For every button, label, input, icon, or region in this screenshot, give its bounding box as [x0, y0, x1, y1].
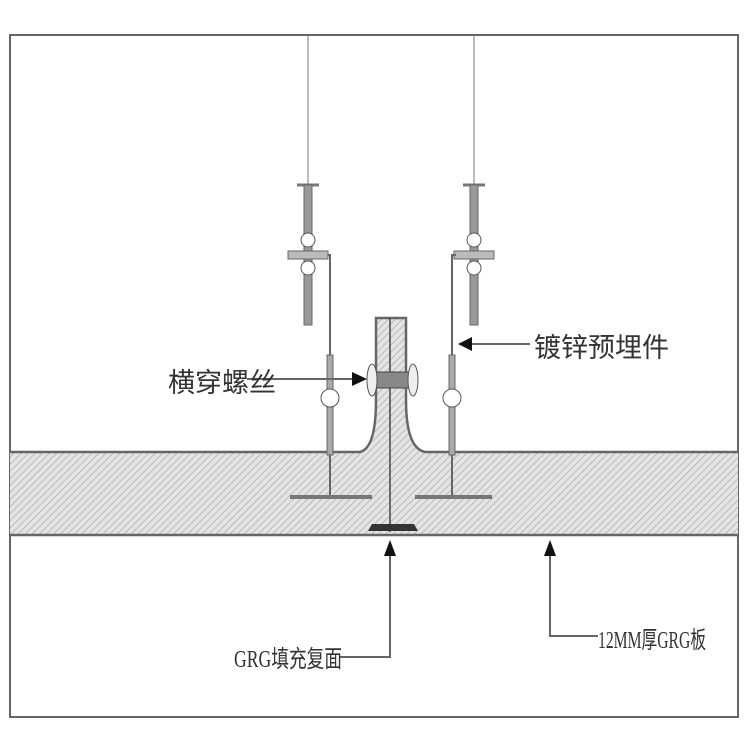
label-cross-bolt: 横穿螺丝: [168, 368, 276, 399]
cross-bolt: [366, 318, 419, 532]
label-galvanized-embed: 镀锌预埋件: [534, 333, 669, 364]
leader-grg-board: [544, 540, 598, 637]
label-grg-board: 12MM厚GRG板: [598, 627, 706, 654]
label-grg-fill-face: GRG填充复面: [234, 646, 342, 673]
left-hanger: [287, 35, 372, 499]
leader-galvanized-embed: [458, 337, 530, 351]
leader-cross-bolt: [247, 372, 367, 386]
grg-board: [10, 316, 738, 537]
leader-grg-fill: [340, 540, 396, 658]
drawing-frame: [9, 34, 739, 718]
right-hanger: [415, 35, 495, 499]
